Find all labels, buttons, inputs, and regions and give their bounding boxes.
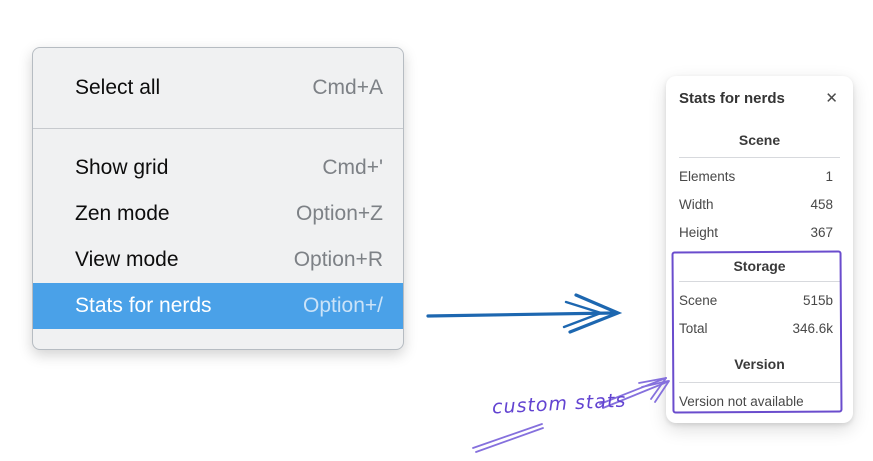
- stat-row-height: Height 367: [679, 218, 840, 246]
- flow-arrow: [426, 293, 623, 334]
- stat-value: 346.6k: [792, 320, 833, 336]
- section-header: Version: [734, 356, 785, 372]
- stat-row-elements: Elements 1: [679, 162, 840, 190]
- menu-item-label: View mode: [75, 248, 179, 271]
- menu-group-bottom: Show grid Cmd+' Zen mode Option+Z View m…: [33, 129, 403, 346]
- stat-value: 1: [825, 168, 833, 184]
- menu-item-view-mode[interactable]: View mode Option+R: [33, 237, 403, 283]
- section-divider: [679, 281, 840, 282]
- menu-item-label: Stats for nerds: [75, 294, 212, 317]
- close-icon[interactable]: ✕: [825, 89, 838, 107]
- menu-group-top: Select all Cmd+A: [33, 48, 403, 128]
- stat-label: Height: [679, 224, 719, 240]
- menu-item-shortcut: Option+/: [303, 294, 383, 317]
- section-scene: Scene Elements 1 Width 458 Height 367: [679, 130, 840, 246]
- stats-panel-title: Stats for nerds: [679, 89, 785, 107]
- menu-item-shortcut: Option+R: [293, 248, 383, 271]
- section-divider: [679, 382, 840, 383]
- stat-value: 515b: [802, 292, 833, 308]
- stat-row-scene-size: Scene 515b: [679, 286, 840, 314]
- menu-item-stats-for-nerds[interactable]: Stats for nerds Option+/: [33, 283, 403, 329]
- menu-item-select-all[interactable]: Select all Cmd+A: [33, 63, 403, 113]
- stats-panel: Stats for nerds ✕ Scene Elements 1 Width…: [666, 76, 853, 423]
- context-menu: Select all Cmd+A Show grid Cmd+' Zen mod…: [32, 47, 404, 350]
- stat-label: Width: [679, 196, 714, 212]
- menu-item-label: Select all: [75, 76, 161, 99]
- stat-label: Elements: [679, 168, 736, 184]
- menu-item-show-grid[interactable]: Show grid Cmd+': [33, 145, 403, 191]
- section-version: Version Version not available: [679, 354, 840, 415]
- menu-item-shortcut: Cmd+': [322, 156, 383, 179]
- menu-item-label: Zen mode: [75, 202, 170, 225]
- menu-item-label: Show grid: [75, 156, 169, 179]
- annotation-arrow: [472, 377, 670, 453]
- stat-row-total-size: Total 346.6k: [679, 314, 840, 342]
- section-header: Storage: [733, 258, 786, 274]
- section-header: Scene: [738, 132, 781, 148]
- stat-value: 367: [810, 224, 833, 240]
- menu-divider: [33, 128, 403, 129]
- stat-row-width: Width 458: [679, 190, 840, 218]
- stat-label: Scene: [679, 292, 718, 308]
- stats-panel-header: Stats for nerds ✕: [679, 88, 840, 108]
- stat-value: 458: [810, 196, 833, 212]
- menu-item-shortcut: Option+Z: [296, 202, 383, 225]
- section-divider: [679, 157, 840, 158]
- section-storage: Storage Scene 515b Total 346.6k: [679, 256, 840, 342]
- version-note: Version not available: [679, 393, 804, 409]
- menu-item-zen-mode[interactable]: Zen mode Option+Z: [33, 191, 403, 237]
- menu-item-shortcut: Cmd+A: [312, 76, 383, 99]
- stat-label: Total: [679, 320, 708, 336]
